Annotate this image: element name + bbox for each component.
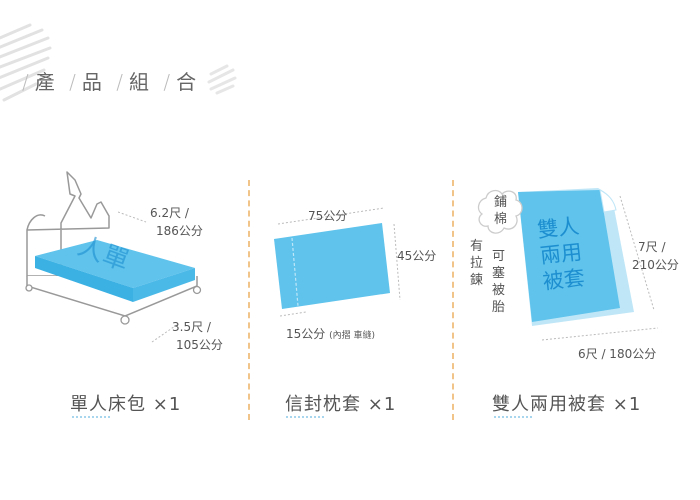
insert-note: 可 塞 被 胎	[492, 248, 505, 316]
title-char: 組	[128, 70, 151, 94]
dimension-arrow	[118, 211, 147, 223]
section-title: /產 /品 /組 /合	[22, 66, 202, 95]
dimension-arrow	[393, 223, 401, 301]
caption-emphasis: 兩用被套	[530, 394, 606, 415]
dimension-text: 105公分	[176, 338, 223, 352]
dimension-arrow	[151, 323, 179, 343]
note-char: 有	[470, 239, 484, 254]
bed-length-label: 6.2尺 / 186公分	[150, 204, 203, 240]
product-caption-duvet-cover: 雙人兩用被套 ×1	[492, 390, 641, 416]
pillowcase-illustration	[274, 223, 390, 309]
dimension-text: 3.5尺 /	[172, 320, 211, 334]
dimension-text: 15公分	[286, 327, 326, 341]
title-char: 合	[176, 70, 199, 94]
caption-underline	[72, 416, 110, 418]
bed-width-label: 3.5尺 / 105公分	[172, 318, 223, 354]
single-bed-illustration: 單人	[25, 171, 202, 325]
title-slash: /	[116, 70, 125, 94]
dimension-arrow	[279, 311, 307, 317]
cloud-text-line: 棉	[494, 212, 508, 227]
caption-quantity: ×1	[612, 394, 642, 415]
duvet-label-line: 被套	[541, 265, 586, 294]
dimension-arrow	[277, 207, 385, 225]
duvet-width-label: 6尺 / 180公分	[578, 347, 657, 361]
caption-text: 雙人	[492, 394, 530, 415]
dimension-arrow	[541, 327, 659, 341]
caption-quantity: ×1	[367, 394, 397, 415]
caption-underline	[494, 416, 532, 418]
duvet-height-label: 7尺 / 210公分	[632, 238, 679, 274]
cloud-text-line: 鋪	[494, 195, 508, 210]
product-caption-fitted-sheet: 單人床包 ×1	[70, 390, 181, 416]
duvet-cover-illustration	[518, 188, 634, 326]
note-char: 被	[492, 283, 506, 298]
note-char: 拉	[470, 256, 484, 271]
note-char: 可	[492, 249, 506, 264]
title-slash: /	[69, 70, 78, 94]
column-divider	[452, 180, 454, 420]
note-char: 鍊	[470, 273, 484, 288]
pillow-height-label: 45公分	[397, 249, 437, 263]
scribble-decoration-right	[207, 64, 237, 95]
cloud-bubble	[477, 189, 523, 234]
dimension-text: 7尺 /	[638, 240, 666, 254]
caption-quantity: ×1	[152, 394, 182, 415]
scribble-decoration-left	[0, 23, 52, 102]
note-char: 塞	[492, 266, 506, 281]
dimension-text: 186公分	[156, 224, 203, 238]
duvet-label: 雙人 兩用 被套	[536, 213, 586, 295]
column-divider	[248, 180, 250, 420]
caption-text: 單人	[70, 394, 108, 415]
dimension-text: 210公分	[632, 258, 679, 272]
title-slash: /	[163, 70, 173, 94]
title-slash: /	[22, 70, 31, 94]
zipper-note: 有 拉 鍊	[470, 238, 483, 289]
caption-underline	[286, 416, 324, 418]
caption-emphasis: 床包	[108, 394, 146, 415]
caption-text: 信封	[285, 394, 323, 415]
title-char: 品	[81, 70, 104, 94]
title-char: 產	[34, 70, 57, 94]
dimension-note: (內摺 車縫)	[329, 331, 375, 341]
pillow-width-label: 75公分	[308, 209, 348, 223]
dimension-text: 6.2尺 /	[150, 206, 189, 220]
product-caption-pillowcase: 信封枕套 ×1	[285, 390, 396, 416]
pillow-flap-label: 15公分 (內摺 車縫)	[286, 325, 375, 345]
cloud-text: 鋪 棉	[494, 194, 507, 228]
caption-emphasis: 枕套	[323, 394, 361, 415]
note-char: 胎	[492, 300, 506, 315]
